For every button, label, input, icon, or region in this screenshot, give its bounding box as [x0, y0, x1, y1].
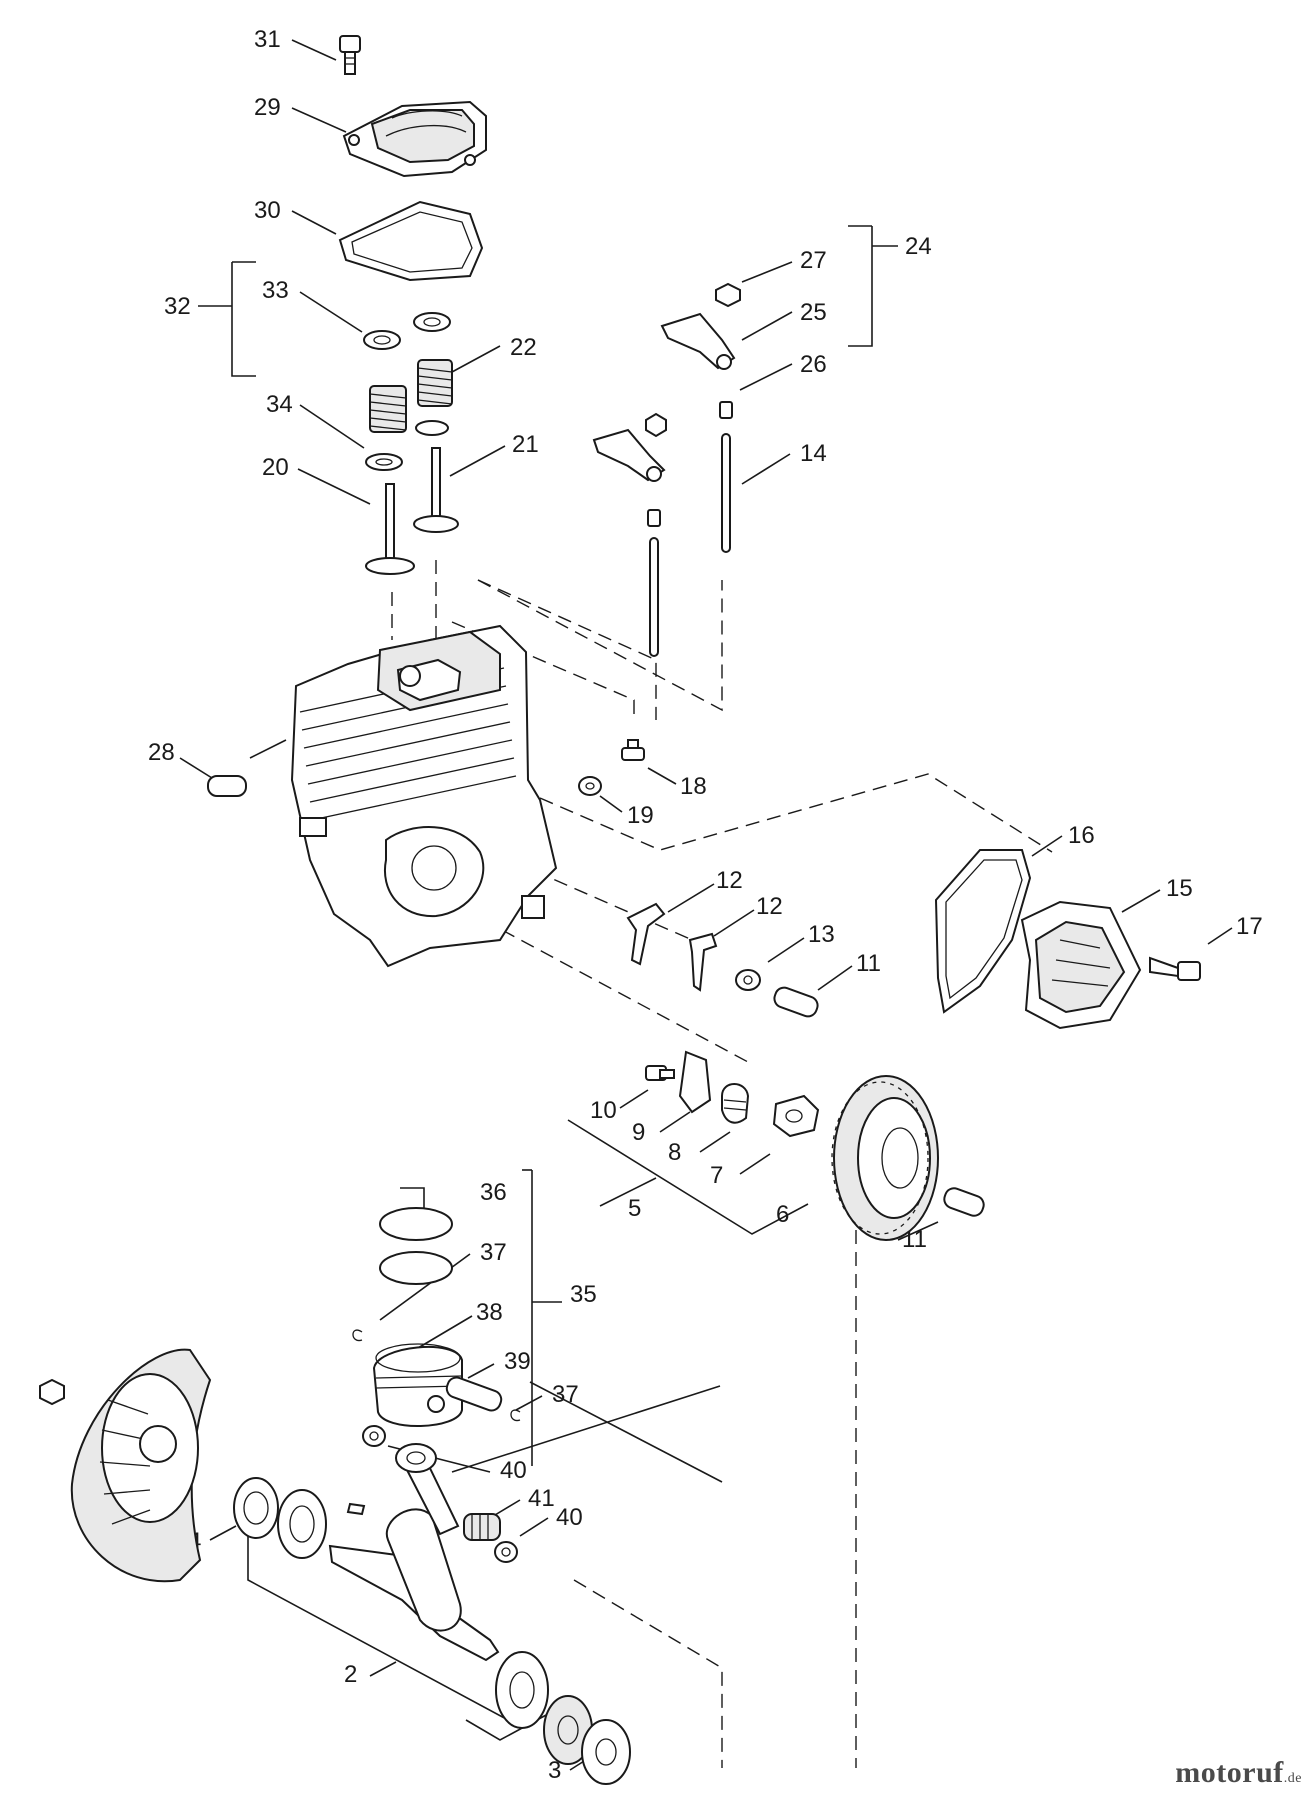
valve-cover-29 [342, 100, 487, 178]
label-5: 5 [628, 1195, 641, 1222]
label-7: 7 [710, 1162, 723, 1189]
label-36: 36 [480, 1179, 507, 1206]
label-26: 26 [800, 351, 827, 378]
motoruf-watermark: motoruf.de [1175, 1756, 1302, 1790]
conrod-bearing-41 [463, 1513, 501, 1541]
label-9: 9 [632, 1119, 645, 1146]
label-3: 3 [548, 1757, 561, 1784]
label-35: 35 [570, 1281, 597, 1308]
label-40-lower: 40 [556, 1504, 583, 1531]
label-19: 19 [627, 802, 654, 829]
label-11-upper: 11 [856, 950, 881, 977]
label-27: 27 [800, 247, 827, 274]
cam-followers-12 [626, 902, 718, 992]
label-8: 8 [668, 1139, 681, 1166]
washers-40 [346, 1425, 518, 1563]
valve-springs-22 [369, 359, 453, 433]
bolt-31 [339, 35, 361, 75]
label-30: 30 [254, 197, 281, 224]
label-41: 41 [528, 1485, 555, 1512]
label-24: 24 [905, 233, 932, 260]
label-12-lower: 12 [756, 893, 783, 920]
bearing-4 [233, 1477, 327, 1559]
label-12-upper: 12 [716, 867, 743, 894]
label-40-upper: 40 [500, 1457, 527, 1484]
valve-spring-retainers-33 [363, 312, 451, 350]
label-28: 28 [148, 739, 175, 766]
piston-rings-36 [379, 1207, 453, 1285]
cylinder-crankcase [290, 624, 558, 968]
label-22: 22 [510, 334, 537, 361]
nut-19 [578, 776, 602, 796]
shaft-11-upper [773, 986, 819, 1018]
bolt-17 [1149, 956, 1201, 981]
label-14: 14 [800, 440, 827, 467]
label-31: 31 [254, 26, 281, 53]
label-13: 13 [808, 921, 835, 948]
gasket-16 [934, 849, 1032, 1014]
label-29: 29 [254, 94, 281, 121]
label-21: 21 [512, 431, 539, 458]
label-17: 17 [1236, 913, 1263, 940]
label-34: 34 [266, 391, 293, 418]
label-32: 32 [164, 293, 191, 320]
washer-13 [735, 969, 761, 991]
label-18: 18 [680, 773, 707, 800]
gasket-30 [338, 200, 484, 282]
shaft-11-lower [943, 1187, 985, 1217]
label-15: 15 [1166, 875, 1193, 902]
label-39: 39 [504, 1348, 531, 1375]
adjuster-screw-18 [621, 739, 645, 761]
bearing-3 [495, 1651, 631, 1785]
valve-washers-34 [365, 420, 449, 471]
crankshaft-2 [328, 1443, 500, 1662]
watermark-name: motoruf [1175, 1756, 1284, 1789]
label-2: 2 [344, 1661, 357, 1688]
label-37-lower: 37 [552, 1381, 579, 1408]
label-37-upper: 37 [480, 1239, 507, 1266]
camshaft-gear-6 [831, 1075, 939, 1241]
valves-20-21 [365, 447, 459, 575]
rocker-arm-assembly-24 [592, 282, 741, 527]
label-10: 10 [590, 1097, 617, 1124]
label-20: 20 [262, 454, 289, 481]
label-16: 16 [1068, 822, 1095, 849]
gear-cover-15 [1020, 900, 1142, 1030]
watermark-tld: .de [1283, 1771, 1302, 1786]
flywheel [39, 1348, 212, 1583]
piston-pin-39 [445, 1376, 503, 1412]
governor-parts-5-10 [645, 1050, 820, 1138]
label-33: 33 [262, 277, 289, 304]
label-38: 38 [476, 1299, 503, 1326]
pin-28 [207, 775, 247, 797]
push-rods-14 [649, 433, 731, 657]
label-25: 25 [800, 299, 827, 326]
label-6: 6 [776, 1201, 789, 1228]
piston-clips-37 [352, 1329, 521, 1422]
